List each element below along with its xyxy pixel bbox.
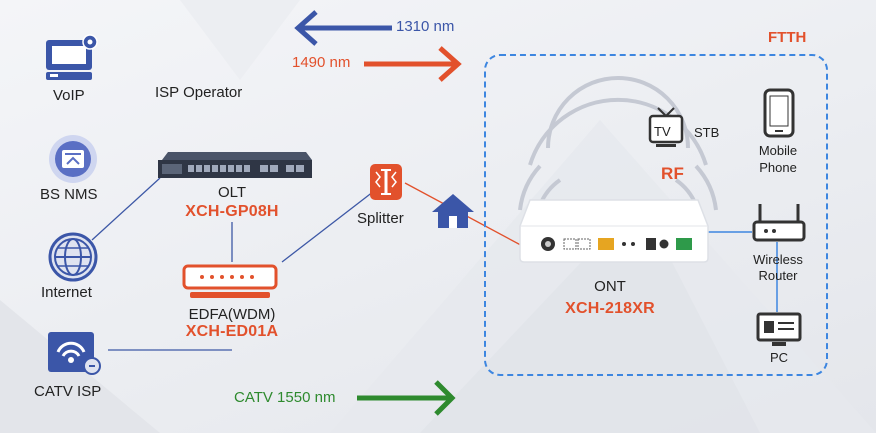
stb-label: STB bbox=[694, 125, 720, 140]
voip-label: VoIP bbox=[53, 87, 85, 104]
upstream-wavelength-label: 1310 nm bbox=[396, 18, 455, 35]
ont-device-icon bbox=[516, 196, 712, 271]
edfa-device-icon bbox=[180, 262, 280, 309]
wireless-router-icon bbox=[752, 202, 806, 249]
pc-icon bbox=[756, 312, 802, 353]
splitter-label: Splitter bbox=[357, 210, 404, 227]
internet-label: Internet bbox=[41, 284, 92, 301]
upstream-arrow bbox=[294, 10, 392, 46]
olt-device-icon bbox=[154, 150, 314, 187]
catv-arrow bbox=[357, 380, 456, 416]
bs-nms-label: BS NMS bbox=[40, 186, 98, 203]
downstream-wavelength-label: 1490 nm bbox=[292, 54, 351, 71]
ftth-zone bbox=[484, 54, 828, 376]
catv-wavelength-label: CATV 1550 nm bbox=[234, 389, 336, 406]
rf-label: RF bbox=[661, 164, 685, 183]
voip-icon bbox=[44, 34, 102, 87]
splitter-icon bbox=[368, 162, 404, 207]
edfa-model: XCH-ED01A bbox=[185, 323, 279, 340]
mobile-phone-icon bbox=[762, 88, 796, 143]
downstream-arrow bbox=[364, 46, 462, 82]
ftth-label: FTTH bbox=[768, 29, 807, 46]
ont-label: ONT bbox=[594, 278, 626, 295]
ont-model: XCH-218XR bbox=[565, 300, 655, 317]
home-icon bbox=[430, 192, 476, 235]
isp-operator-label: ISP Operator bbox=[155, 84, 243, 101]
internet-globe-icon bbox=[48, 232, 98, 287]
pc-label: PC bbox=[770, 350, 789, 365]
catv-isp-icon bbox=[46, 330, 102, 381]
olt-model: XCH-GP08H bbox=[185, 203, 279, 220]
olt-label: OLT bbox=[217, 184, 247, 201]
tv-screen-label: TV bbox=[654, 124, 671, 139]
tv-icon bbox=[648, 106, 684, 153]
catv-isp-label: CATV ISP bbox=[34, 383, 102, 400]
bs-nms-icon bbox=[48, 134, 98, 189]
edfa-label: EDFA(WDM) bbox=[188, 306, 276, 323]
